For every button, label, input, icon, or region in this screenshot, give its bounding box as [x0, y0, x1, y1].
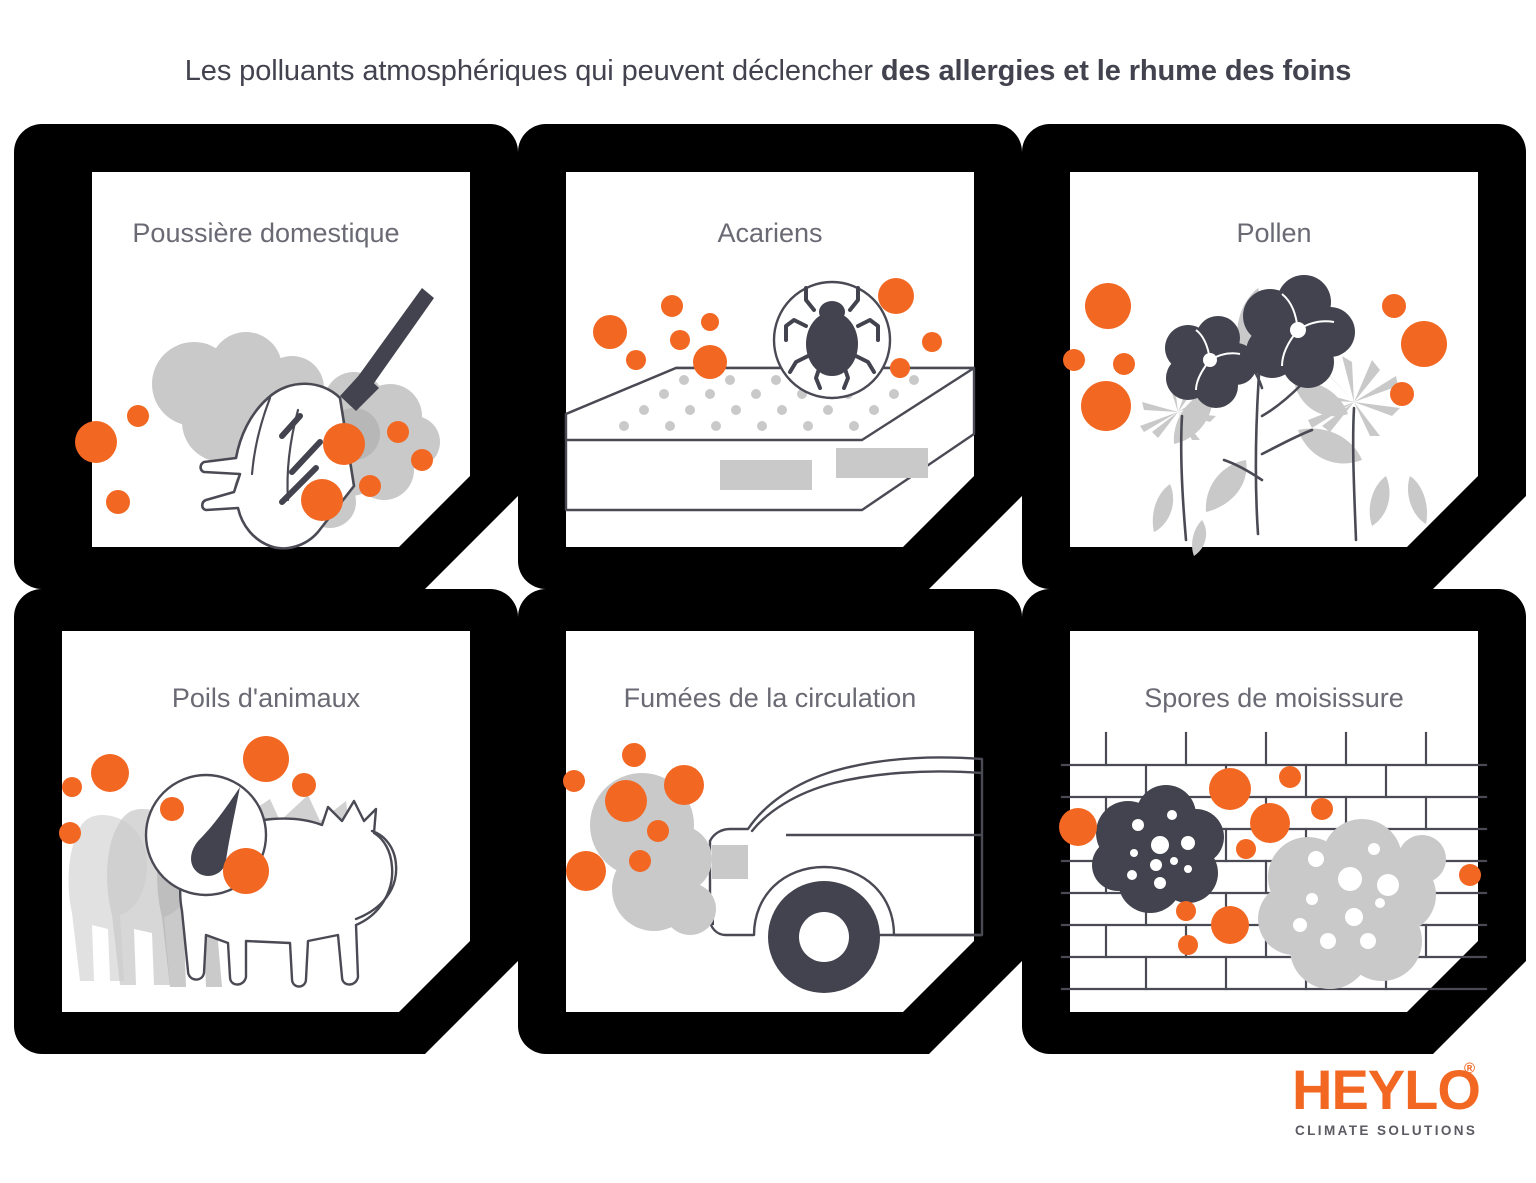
card-title: Pollen [1236, 218, 1312, 248]
card-traffic-fumes[interactable]: Fumées de la circulation [518, 589, 1022, 1054]
heylo-logo: HEYLO ® CLIMATE SOLUTIONS [1292, 1055, 1492, 1147]
card-house-dust[interactable]: Poussière domestique [14, 124, 518, 589]
illustration-mould-wall [1059, 729, 1488, 1019]
logo-wordmark: HEYLO [1292, 1058, 1480, 1121]
illustration-mattress-dust-mite [558, 264, 982, 554]
registered-mark-icon: ® [1464, 1060, 1475, 1077]
card-mould-spores[interactable]: Spores de moisissure [1022, 589, 1526, 1054]
logo-tagline: CLIMATE SOLUTIONS [1295, 1123, 1477, 1138]
page-title-lead: Les polluants atmosphériques qui peuvent… [184, 55, 881, 87]
illustration-car-exhaust [558, 729, 984, 1019]
card-title: Poussière domestique [132, 218, 400, 248]
card-title: Acariens [717, 218, 823, 248]
card-animal-hair[interactable]: Poils d'animaux [14, 589, 518, 1054]
page-title-emphasis: des allergies et le rhume des foins [880, 55, 1352, 87]
card-dust-mites[interactable]: Acariens [518, 124, 1022, 589]
illustration-cat-hair [54, 729, 478, 1019]
card-title: Fumées de la circulation [623, 683, 917, 713]
page-title: Les polluants atmosphériques qui peuvent… [0, 52, 1536, 90]
pollutant-card-grid: Poussière domestique [14, 124, 1526, 1054]
illustration-flowers-pollen [1062, 264, 1486, 556]
card-title: Poils d'animaux [171, 683, 361, 713]
illustration-feather-duster [54, 264, 478, 554]
card-title: Spores de moisissure [1144, 683, 1404, 713]
card-pollen[interactable]: Pollen [1022, 124, 1526, 589]
